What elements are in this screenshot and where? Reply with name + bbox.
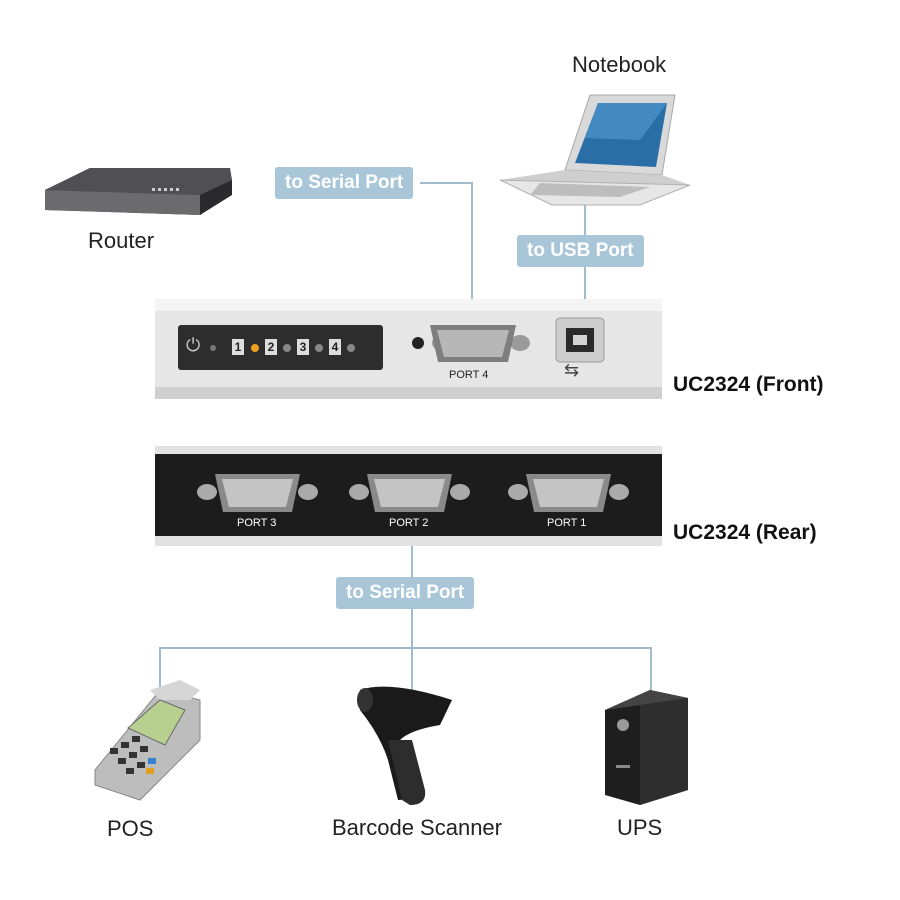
hub-front-panel <box>155 299 662 399</box>
rear-connection-label: to Serial Port <box>336 577 475 609</box>
pos-label: POS <box>107 816 154 841</box>
led-number-3: 3 <box>297 339 309 355</box>
notebook-connection-label: to USB Port <box>517 235 644 267</box>
power-icon: ⏻ <box>186 335 201 355</box>
led-number-2: 2 <box>265 339 277 355</box>
hub-rear-title: UC2324 (Rear) <box>673 521 817 544</box>
led-number-4: 4 <box>329 339 341 355</box>
router-label: Router <box>88 228 155 253</box>
ups-label: UPS <box>617 815 663 840</box>
usb-icon: ⇆ <box>564 360 580 380</box>
notebook-icon <box>499 94 691 206</box>
rear-port-2-label: PORT 2 <box>389 517 429 529</box>
rear-port-3-label: PORT 3 <box>237 517 277 529</box>
ups-icon <box>605 690 688 805</box>
led-number-1: 1 <box>232 339 244 355</box>
router-connection-label: to Serial Port <box>275 167 414 199</box>
rear-port-1-label: PORT 1 <box>547 517 587 529</box>
hub-front-title: UC2324 (Front) <box>673 373 824 396</box>
notebook-label: Notebook <box>572 52 667 77</box>
connection-lines <box>159 182 652 700</box>
barcode-scanner-icon <box>357 686 452 805</box>
pos-terminal-icon <box>94 680 201 801</box>
router-icon <box>45 168 232 215</box>
front-port-label: PORT 4 <box>449 369 489 381</box>
hub-rear-panel <box>155 446 662 546</box>
barcode-scanner-label: Barcode Scanner <box>332 815 502 840</box>
